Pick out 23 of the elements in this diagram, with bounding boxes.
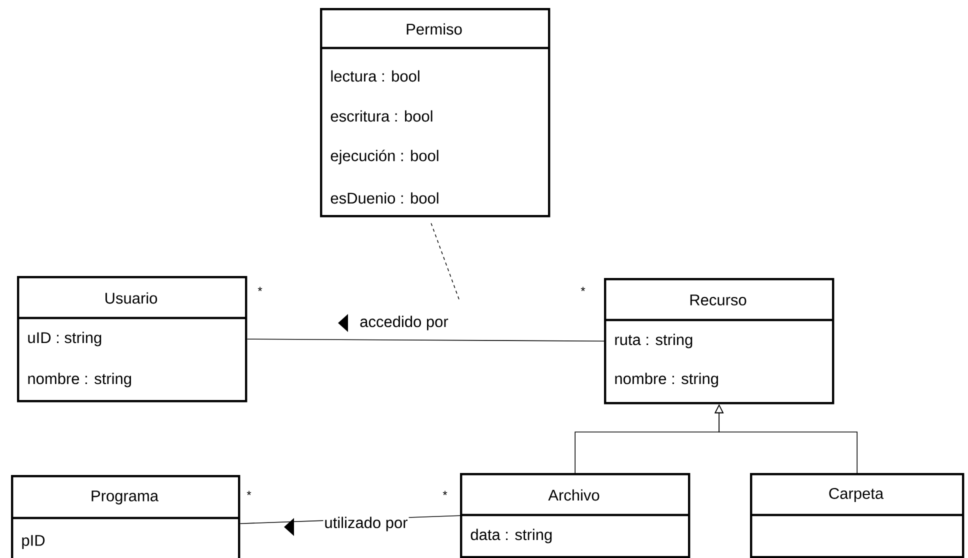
attribute-text: esDuenio : bool (330, 192, 438, 204)
attribute-text: pID (22, 535, 45, 549)
attribute-text: lectura : bool (331, 70, 420, 82)
attribute-text: nombre : string (28, 372, 131, 388)
multiplicity: * (258, 286, 262, 292)
class-name: Usuario (106, 292, 158, 304)
multiplicity: * (580, 286, 586, 292)
attribute-text: data : string (470, 528, 552, 544)
attribute-text: ruta : string (615, 334, 692, 348)
multiplicity: * (442, 490, 448, 496)
class-name: Permiso (406, 23, 462, 35)
edge-label: accedido por (360, 316, 448, 330)
attribute-text: nombre : string (615, 372, 718, 388)
class-name: Recurso (690, 294, 746, 306)
attribute-text: uID : string (28, 332, 102, 346)
class-name: Carpeta (829, 488, 884, 502)
class-name: Programa (92, 490, 159, 504)
dashed-line (430, 222, 460, 302)
association-line (246, 338, 604, 342)
edge-label: utilizado por (325, 516, 408, 532)
attribute-text: escritura : bool (330, 110, 432, 122)
class-name: Archivo (548, 489, 600, 501)
attribute-text: ejecución : bool (330, 150, 438, 164)
